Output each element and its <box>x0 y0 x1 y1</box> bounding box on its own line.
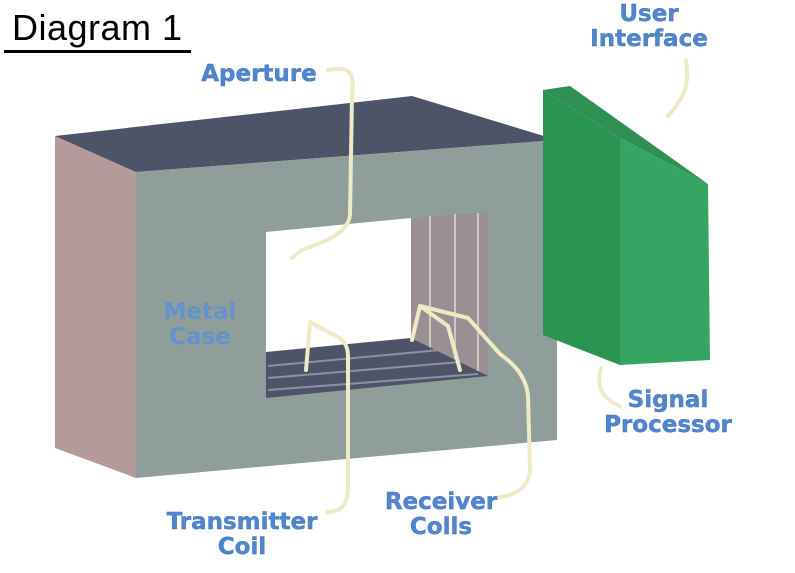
label-metal-case: Metal Case <box>163 299 237 350</box>
receiver-coil-line <box>267 373 479 391</box>
receiver-leader-a <box>410 304 532 500</box>
metal-case-top-face <box>55 96 557 172</box>
signal-processor-side <box>543 90 620 365</box>
aperture-leader <box>290 66 355 260</box>
label-receiver-coils: Receiver Colls <box>384 489 498 540</box>
metal-case-left-face <box>55 136 136 478</box>
receiver-leader-b <box>418 304 462 372</box>
leader-lines <box>290 58 690 514</box>
transmitter-leader <box>304 320 350 514</box>
label-aperture: Aperture <box>201 61 317 87</box>
user-interface-leader <box>666 58 690 118</box>
signal-processor-top <box>543 86 708 184</box>
diagram-title: Diagram 1 <box>4 6 191 53</box>
signal-processor-front <box>620 138 710 365</box>
label-signal-processor: Signal Processor <box>604 387 732 438</box>
label-user-interface: User Interface <box>590 1 708 52</box>
receiver-coil-line <box>267 349 441 367</box>
label-transmitter-coil: Transmitter Coil <box>166 509 318 560</box>
signal-processor-leader <box>597 366 622 408</box>
transmitter-coil-line <box>267 361 461 379</box>
